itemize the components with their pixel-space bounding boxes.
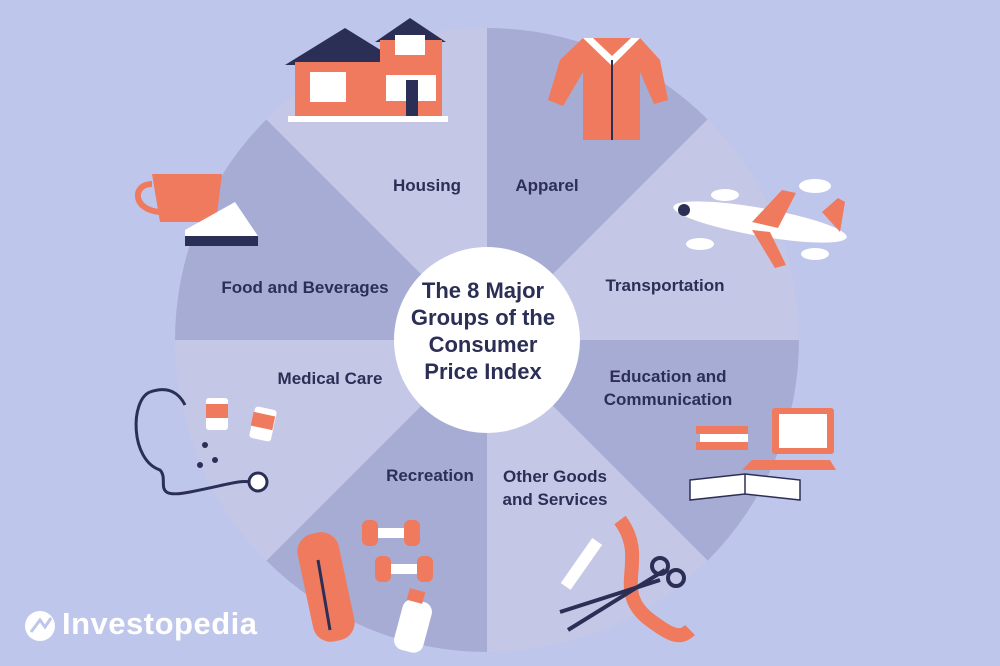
center-title-line: Price Index xyxy=(424,359,542,384)
comb-scissors-icon xyxy=(559,515,695,643)
investopedia-logo-icon xyxy=(25,611,55,641)
wheel-segment-apparel xyxy=(487,119,799,341)
wheel-segment-medical xyxy=(175,119,487,341)
wheel-segment-transportation xyxy=(487,340,799,561)
center-circle xyxy=(394,247,580,433)
segment-label-apparel: Apparel xyxy=(515,176,579,195)
yoga-dumbbells-icon xyxy=(297,520,433,653)
segment-label-other-goods: Other Goods and Services xyxy=(502,467,608,509)
wheel-segment-housing xyxy=(487,28,708,340)
segment-label-housing: Housing xyxy=(393,176,461,195)
laptop-books-icon xyxy=(689,408,836,501)
wheel-segment-recreation xyxy=(175,340,487,561)
airplane-icon xyxy=(673,179,847,268)
center-title-line: Consumer xyxy=(428,332,538,357)
segment-label-food: Food and Beverages xyxy=(221,278,389,297)
stethoscope-pills-icon xyxy=(134,388,277,496)
center-title: The 8 Major Groups of the Consumer Price… xyxy=(403,277,563,385)
center-title-line: Groups of the xyxy=(410,305,556,330)
cup-pie-icon xyxy=(134,174,258,246)
segment-label-recreation: Recreation xyxy=(386,466,474,485)
wheel-segment-education xyxy=(487,340,708,652)
segment-label-medical-care: Medical Care xyxy=(277,369,383,388)
segment-label-education: Education and Communication xyxy=(603,367,733,409)
shirt-icon xyxy=(548,38,668,140)
house-icon xyxy=(285,18,448,122)
center-title-line: The 8 Major xyxy=(421,278,545,303)
segment-label-transportation: Transportation xyxy=(605,276,725,295)
brand-name: Investopedia xyxy=(62,606,258,641)
